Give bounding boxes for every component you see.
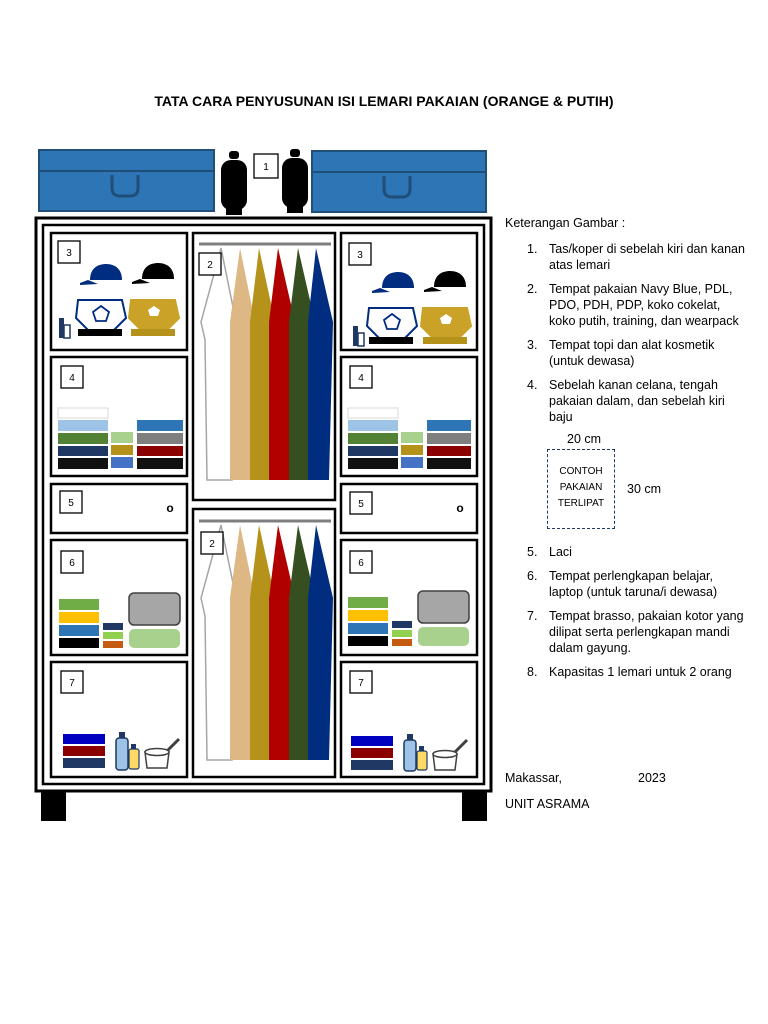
footer-unit: UNIT ASRAMA xyxy=(505,797,590,811)
label-brasso-right: 7 xyxy=(358,678,364,689)
epaulette-icon xyxy=(420,307,472,344)
cosmetic-icon xyxy=(59,318,71,339)
label-drawer-right: 5 xyxy=(358,499,364,510)
shirt-icon xyxy=(200,524,333,761)
label-folded-left: 4 xyxy=(69,373,75,384)
legend-title: Keterangan Gambar : xyxy=(505,216,626,230)
legend-text: Tempat perlengkapan belajar, laptop (unt… xyxy=(549,569,718,599)
label-luggage: 1 xyxy=(263,162,269,173)
legend-text: Tempat topi dan alat kosmetik (untuk dew… xyxy=(549,338,715,368)
sample-height: 30 cm xyxy=(627,482,662,496)
drawer-knob-left: o xyxy=(166,501,173,515)
cosmetic-icon xyxy=(353,326,365,347)
laptop-icon xyxy=(417,590,470,646)
label-cap-left: 3 xyxy=(66,248,72,259)
study-items-left xyxy=(59,599,123,648)
dirty-clothes-right xyxy=(351,736,393,770)
legend-text: Tas/koper di sebelah kiri dan kanan atas… xyxy=(549,242,745,272)
sample-box: CONTOH PAKAIAN TERLIPAT xyxy=(547,449,615,529)
cap-icon xyxy=(132,263,174,284)
bottle-icon xyxy=(403,734,428,772)
label-cap-right: 3 xyxy=(357,250,363,261)
legend-text: Laci xyxy=(549,545,572,559)
legend-item: 3. Tempat topi dan alat kosmetik (untuk … xyxy=(527,338,715,368)
laptop-icon xyxy=(128,592,181,648)
drawer-knob-right: o xyxy=(456,501,463,515)
label-study-left: 6 xyxy=(69,558,75,569)
suitcase-icon xyxy=(38,149,215,212)
legend-item: 1. Tas/koper di sebelah kiri dan kanan a… xyxy=(527,242,745,272)
legend-item: 5. Laci xyxy=(527,545,572,559)
legend-item: 4. Sebelah kanan celana, tengah pakaian … xyxy=(527,378,725,424)
footer-year: 2023 xyxy=(638,771,666,785)
shirt-icon xyxy=(200,247,333,481)
label-drawer-left: 5 xyxy=(68,498,74,509)
footer-place: Makassar, xyxy=(505,771,562,785)
legend-text: Kapasitas 1 lemari untuk 2 orang xyxy=(549,665,732,679)
epaulette-icon xyxy=(75,299,127,336)
legend: Keterangan Gambar : 1. Tas/koper di sebe… xyxy=(505,215,745,688)
label-box: 3 3 2 2 4 4 5 5 6 6 7 7 xyxy=(57,240,373,694)
legend-item: 2. Tempat pakaian Navy Blue, PDL, PDO, P… xyxy=(527,282,739,328)
label-study-right: 6 xyxy=(358,558,364,569)
label-brasso-left: 7 xyxy=(69,678,75,689)
dirty-clothes-left xyxy=(63,734,105,768)
legend-text: Tempat brasso, pakaian kotor yang dilipa… xyxy=(549,609,744,655)
bag-icon xyxy=(282,149,308,213)
legend-item: 7. Tempat brasso, pakaian kotor yang dil… xyxy=(527,609,744,655)
label-hanging-bottom: 2 xyxy=(209,539,215,550)
folded-sample: 20 cm CONTOH PAKAIAN TERLIPAT 30 cm xyxy=(505,431,745,536)
folded-clothes-left xyxy=(57,407,183,469)
study-items-right xyxy=(348,597,412,646)
page-title: TATA CARA PENYUSUNAN ISI LEMARI PAKAIAN … xyxy=(154,93,614,109)
folded-clothes-right xyxy=(347,407,471,469)
label-folded-right: 4 xyxy=(358,373,364,384)
cap-icon xyxy=(80,264,122,285)
bucket-icon xyxy=(144,737,181,769)
label-hanging-top: 2 xyxy=(207,260,213,271)
bucket-icon xyxy=(432,738,469,771)
legend-item: 6. Tempat perlengkapan belajar, laptop (… xyxy=(527,569,718,599)
cap-icon xyxy=(372,272,414,293)
legend-item: 8. Kapasitas 1 lemari untuk 2 orang xyxy=(527,665,732,679)
sample-width: 20 cm xyxy=(567,432,602,446)
epaulette-icon xyxy=(366,307,418,344)
legend-text: Sebelah kanan celana, tengah pakaian dal… xyxy=(549,378,725,424)
suitcase-icon xyxy=(311,150,487,213)
bag-icon xyxy=(221,151,247,215)
bottle-icon xyxy=(115,732,140,771)
epaulette-icon xyxy=(128,299,180,336)
legend-text: Tempat pakaian Navy Blue, PDL, PDO, PDH,… xyxy=(549,282,739,328)
cap-icon xyxy=(424,271,466,292)
